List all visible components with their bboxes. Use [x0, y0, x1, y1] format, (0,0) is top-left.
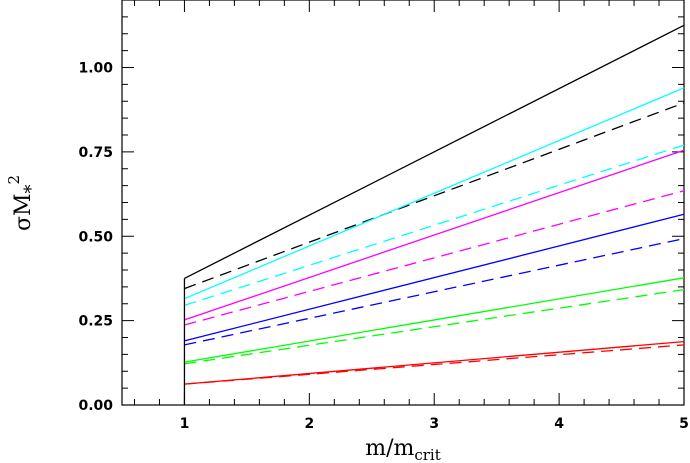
series-line-6-dashed: [184, 190, 685, 326]
y-tick-label: 0.25: [78, 314, 113, 330]
y-tick-label: 0.50: [78, 229, 113, 245]
y-tick-label: 0.75: [78, 145, 113, 161]
series-line-5-solid: [184, 149, 685, 321]
x-axis-title: m/mcrit: [365, 436, 441, 463]
axis-ticks: [122, 0, 685, 406]
series-line-11-solid: [184, 340, 685, 385]
series-line-8-dashed: [184, 237, 685, 346]
series-line-10-dashed: [184, 288, 685, 365]
y-axis-title: σM*2: [5, 175, 42, 231]
series-line-12-dashed: [184, 344, 685, 385]
series-line-1-solid: [184, 24, 685, 279]
y-tick-label: 0.00: [78, 398, 113, 414]
x-tick-label: 3: [429, 416, 439, 432]
x-tick-label: 5: [679, 416, 689, 432]
series-line-3-solid: [184, 87, 685, 300]
series-line-2-dashed: [184, 102, 685, 290]
series-line-9-solid: [184, 277, 685, 363]
x-tick-label: 4: [554, 416, 564, 432]
x-tick-label: 2: [304, 416, 314, 432]
tick-labels: 1 2 3 4 5 0.00 0.25 0.50 0.75 1.00: [78, 61, 688, 433]
y-tick-label: 1.00: [78, 61, 113, 77]
plot-frame: [121, 0, 685, 406]
x-tick-label: 1: [180, 416, 190, 432]
series-line-4-dashed: [184, 144, 685, 307]
series-line-7-solid: [184, 213, 685, 342]
series-group: [183, 24, 685, 405]
